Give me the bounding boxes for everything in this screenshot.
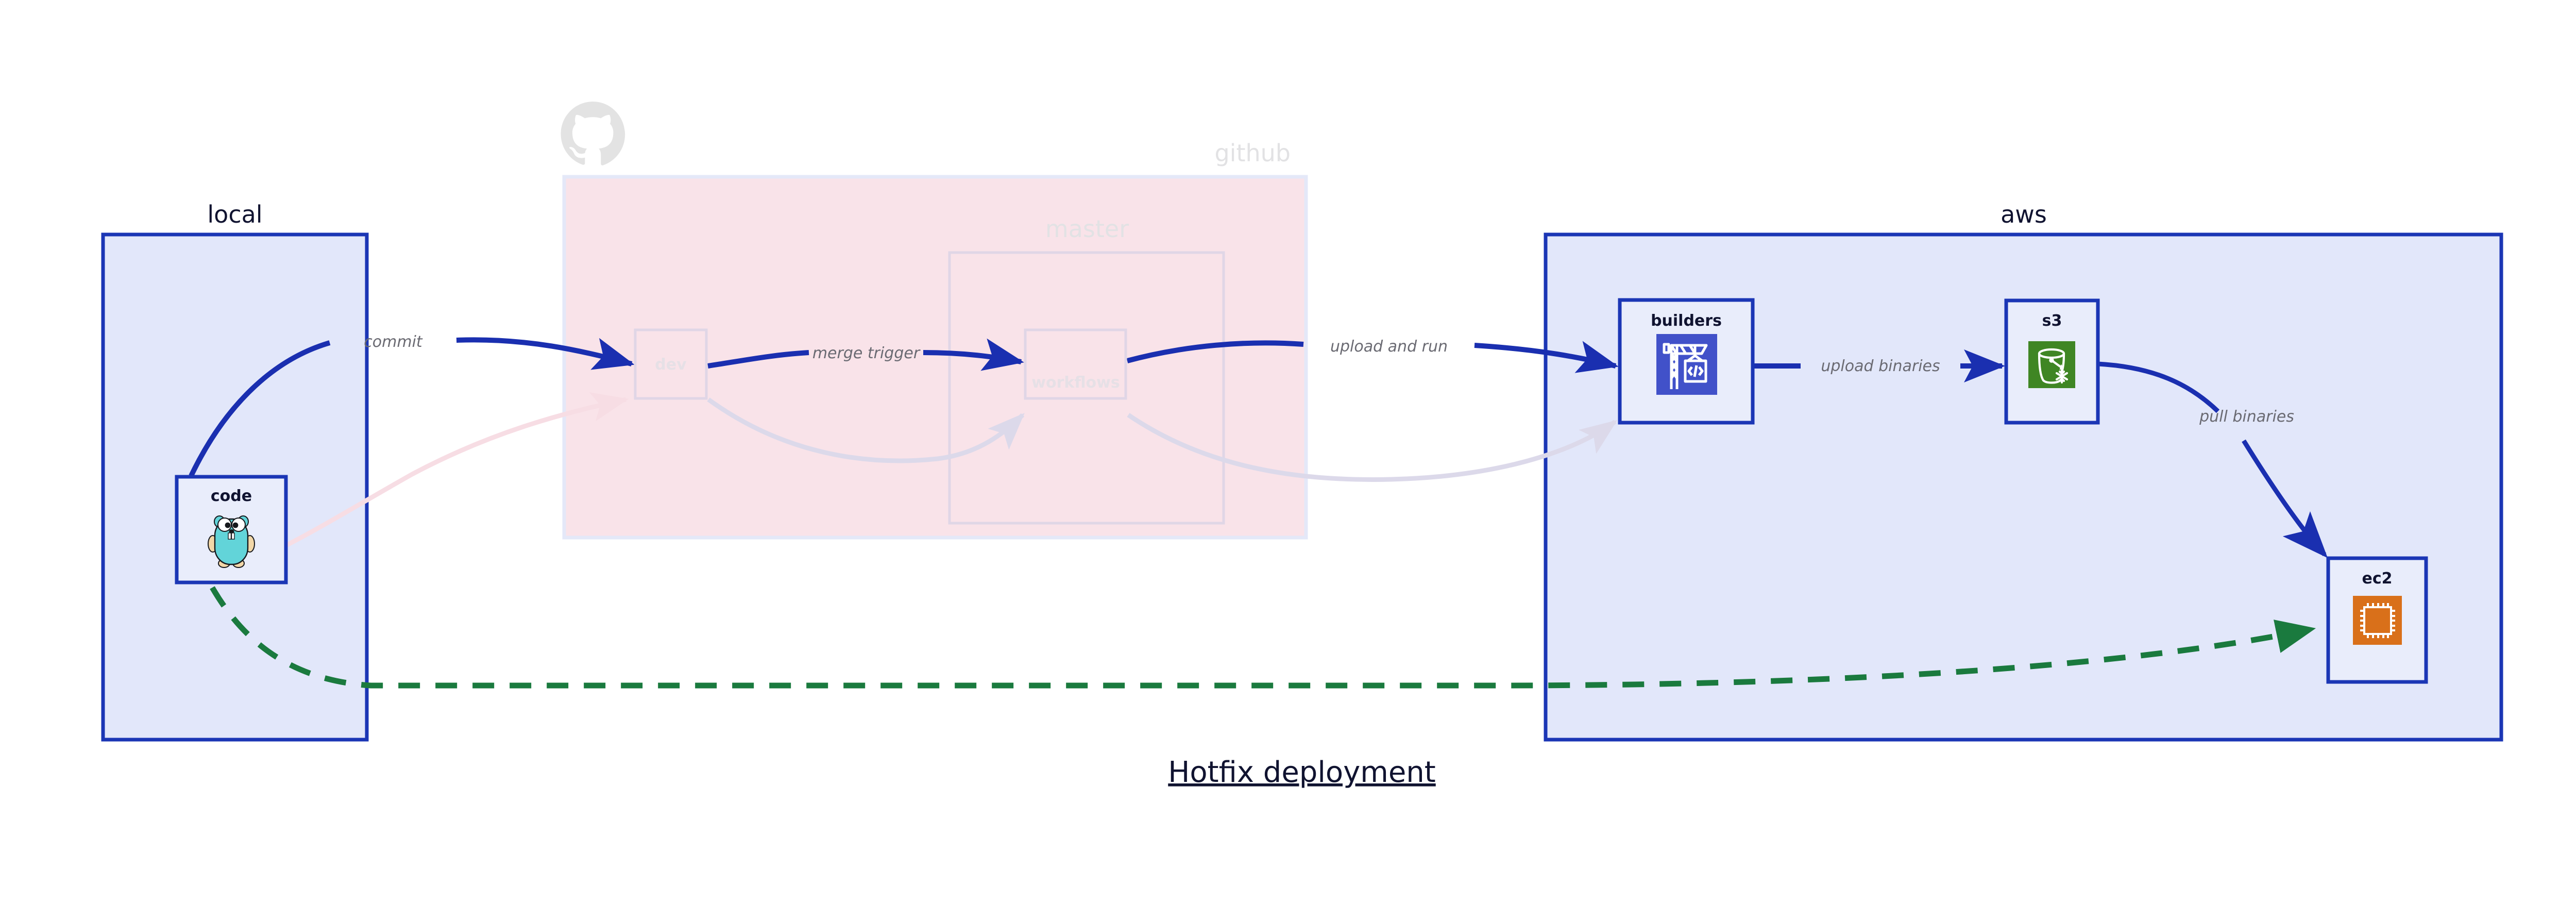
node-label-workflows: workflows (1031, 374, 1120, 392)
edge-hotfix-dashed (210, 586, 2316, 689)
diagram-title: Hotfix deployment (1168, 756, 1436, 789)
edge-upload-binaries: upload binaries (1754, 357, 2002, 375)
edge-label-commit: commit (364, 333, 423, 351)
edge-label-upload-and-run: upload and run (1330, 338, 1448, 356)
node-label-builders: builders (1651, 312, 1722, 330)
edge-upload-and-run: upload and run (1126, 338, 1616, 366)
group-label-github: github (1214, 139, 1291, 167)
node-label-code: code (211, 487, 252, 505)
group-label-local: local (207, 201, 262, 228)
node-workflows[interactable]: workflows (1024, 328, 1127, 400)
group-label-master: master (1045, 215, 1129, 243)
group-label-aws: aws (2001, 201, 2047, 228)
node-ec2[interactable]: ec2 (2326, 556, 2428, 684)
node-dev[interactable]: dev (634, 328, 708, 400)
group-github: github (561, 102, 1308, 540)
go-gopher-icon (208, 515, 255, 568)
node-s3[interactable]: s3 (2004, 298, 2100, 425)
edge-label-upload-binaries: upload binaries (1821, 357, 1940, 375)
node-builders[interactable]: builders (1618, 298, 1755, 425)
edge-label-pull-binaries: pull binaries (2199, 408, 2294, 426)
edge-merge-trigger: merge trigger (707, 344, 1021, 366)
aws-ec2-icon (2353, 596, 2402, 645)
aws-s3-glacier-icon (2028, 341, 2075, 388)
node-label-dev: dev (655, 356, 687, 374)
group-master: master (948, 215, 1225, 525)
aws-codebuild-icon (1656, 334, 1717, 395)
group-local: local (101, 201, 369, 742)
node-label-s3: s3 (2042, 312, 2062, 330)
edge-commit: commit (189, 333, 632, 477)
node-code[interactable]: code (175, 475, 288, 584)
node-label-ec2: ec2 (2362, 570, 2392, 588)
edge-label-merge-trigger: merge trigger (812, 344, 921, 362)
edge-pull-binaries: pull binaries (2097, 361, 2325, 555)
github-octocat-icon (561, 102, 625, 165)
